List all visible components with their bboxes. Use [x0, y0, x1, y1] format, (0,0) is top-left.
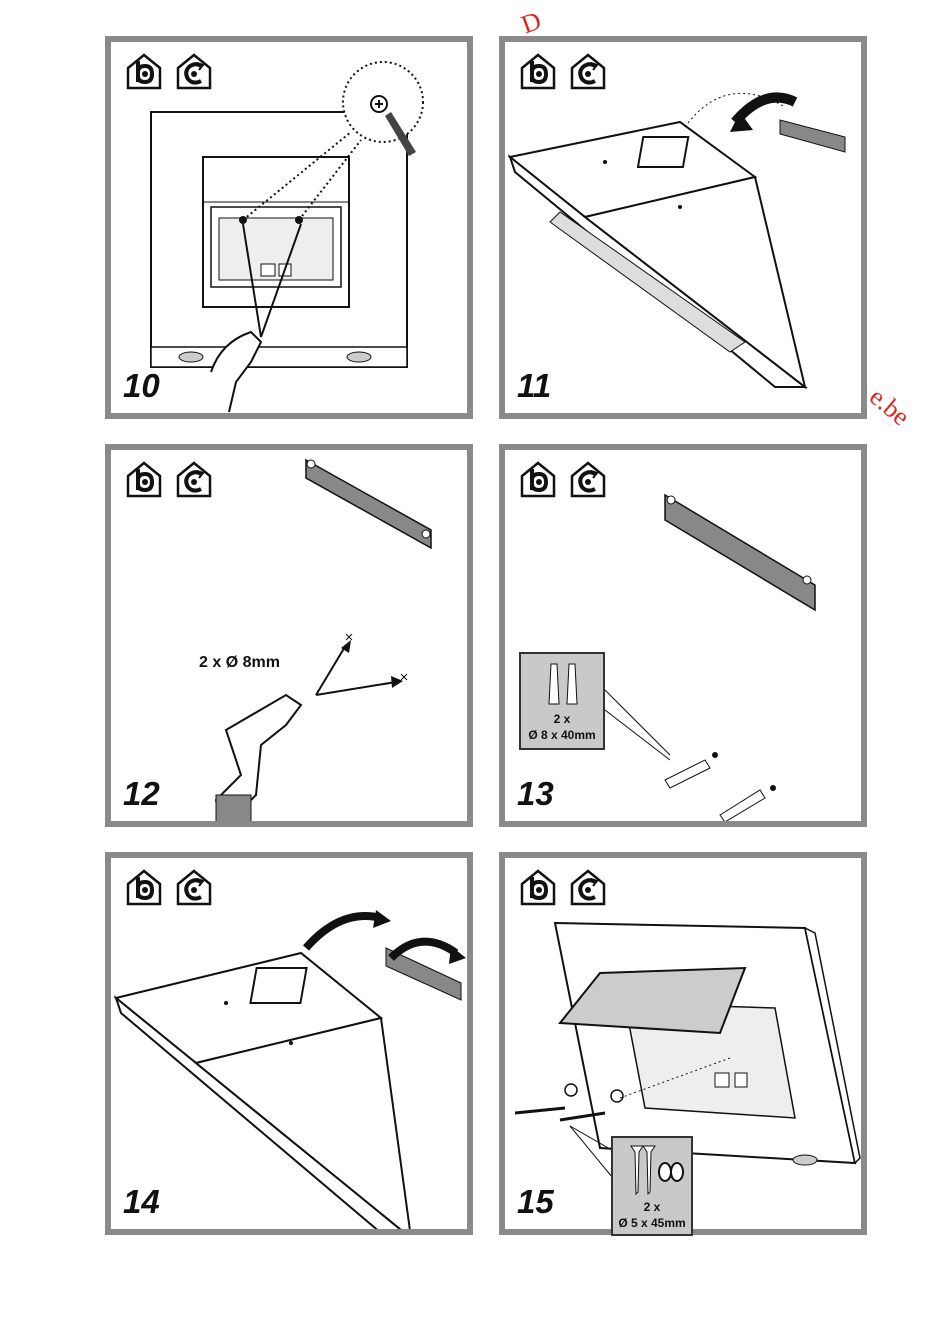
step-11-drawing — [505, 42, 861, 413]
spec-quantity: 2 x — [613, 1200, 691, 1214]
wall-plug-spec-box: 2 x Ø 8 x 40mm — [519, 652, 605, 750]
step-10-panel: 10 — [105, 36, 473, 419]
step-15-panel: 2 x Ø 5 x 45mm 15 — [499, 852, 867, 1235]
spec-quantity: 2 x — [521, 712, 603, 726]
step-12-drawing — [111, 450, 467, 821]
spec-size: Ø 5 x 45mm — [613, 1216, 691, 1230]
step-11-panel: 11 — [499, 36, 867, 419]
spec-size: Ø 8 x 40mm — [521, 728, 603, 742]
watermark-fragment-right: e.be — [863, 382, 915, 432]
step-number: 10 — [123, 367, 160, 405]
step-10-drawing — [111, 42, 467, 413]
step-number: 14 — [123, 1183, 160, 1221]
step-12-panel: 2 x Ø 8mm 12 — [105, 444, 473, 827]
wall-plug-icon — [521, 658, 603, 710]
step-14-panel: 14 — [105, 852, 473, 1235]
step-number: 12 — [123, 775, 160, 813]
step-number: 15 — [517, 1183, 554, 1221]
step-14-drawing — [111, 858, 467, 1229]
step-number: 13 — [517, 775, 554, 813]
step-number: 11 — [517, 367, 551, 405]
step-13-panel: 2 x Ø 8 x 40mm 13 — [499, 444, 867, 827]
screw-and-washer-icon — [613, 1142, 691, 1198]
step-13-drawing — [505, 450, 861, 821]
drill-size-label: 2 x Ø 8mm — [199, 654, 280, 672]
screw-spec-box: 2 x Ø 5 x 45mm — [611, 1136, 693, 1236]
